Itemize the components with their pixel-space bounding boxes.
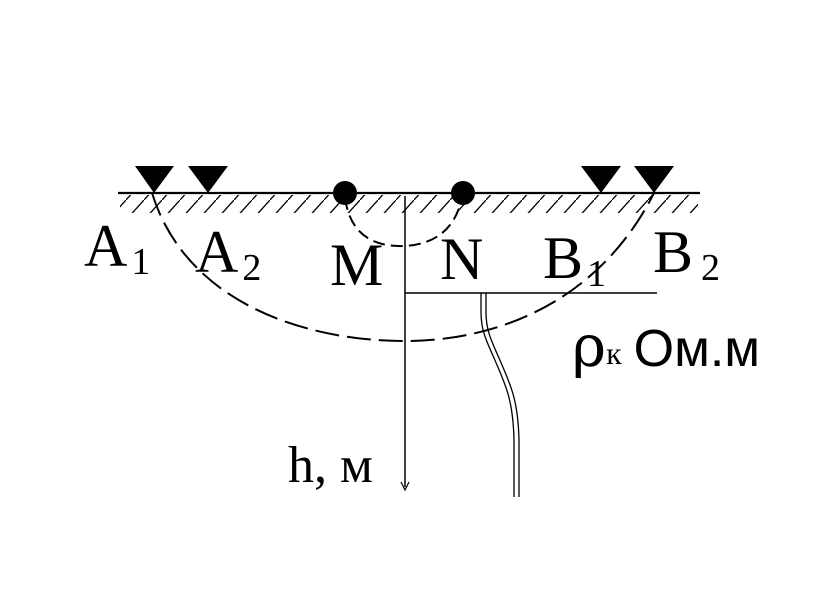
label-m: M xyxy=(330,232,383,298)
sounding-curve xyxy=(480,293,520,497)
electrode-b2-marker xyxy=(634,166,674,193)
electrode-n-marker xyxy=(451,181,475,205)
label-n: N xyxy=(440,226,483,292)
depth-axis xyxy=(400,196,410,492)
electrode-a2-marker xyxy=(188,166,228,193)
electrode-a1-marker xyxy=(135,166,174,193)
electrode-m-marker xyxy=(333,181,357,205)
ground-surface xyxy=(118,191,700,213)
inner-current-arc xyxy=(344,197,463,248)
depth-axis-label: h, м xyxy=(288,437,373,494)
electrode-b1-marker xyxy=(581,166,621,193)
outer-current-arc xyxy=(151,192,655,343)
